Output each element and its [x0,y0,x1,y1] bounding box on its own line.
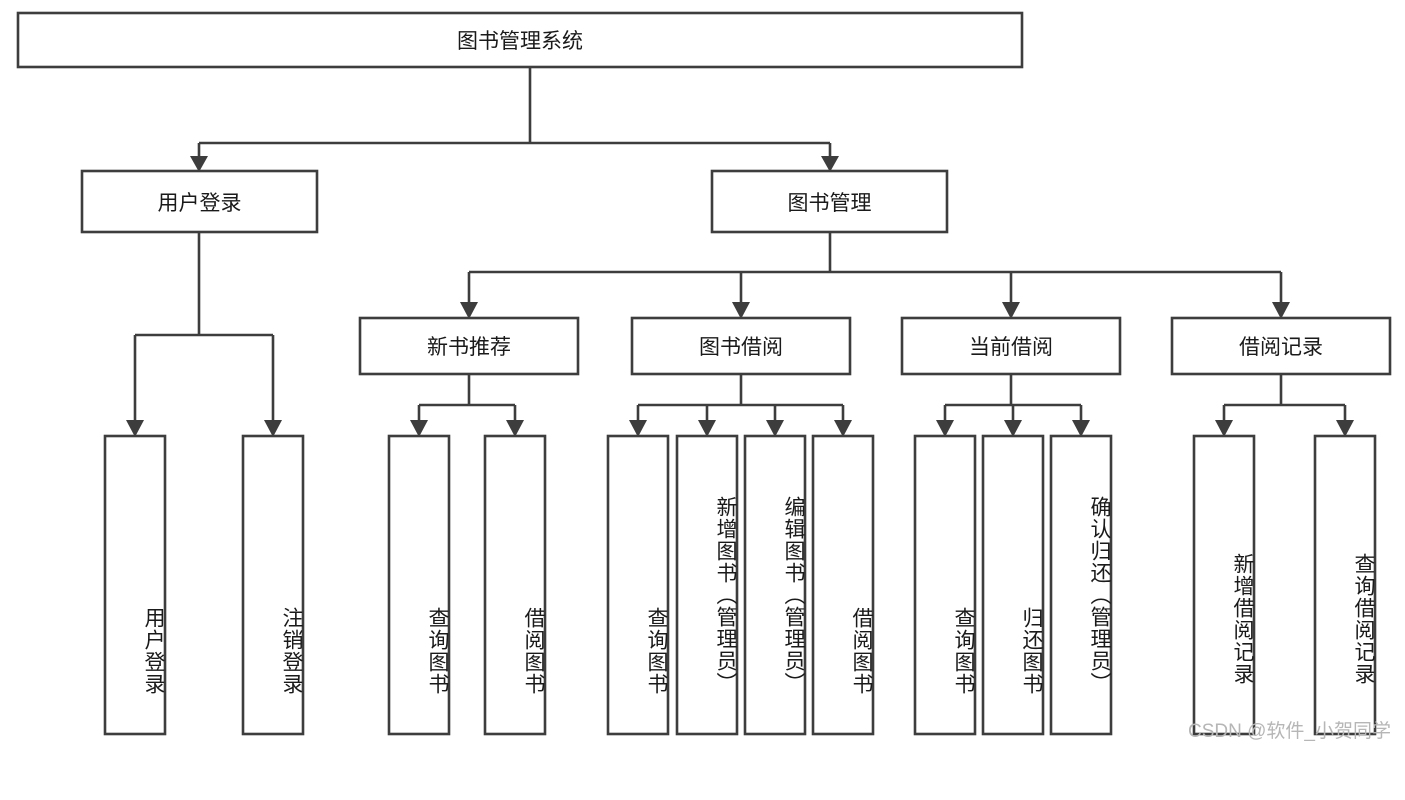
arrow-head-icon [1272,302,1290,319]
arrow-head-icon [766,420,784,437]
arrow-head-icon [460,302,478,319]
leaf-borrow-record-1[interactable] [1313,434,1377,736]
leaf-book-borrow-0[interactable] [606,434,670,736]
arrow-head-icon [410,420,428,437]
node-root[interactable] [16,11,1024,69]
arrow-head-icon [732,302,750,319]
arrow-head-icon [1072,420,1090,437]
diagram-canvas [16,11,1392,736]
connector-book-management-to-level3 [460,232,1290,319]
connector-current-borrow-to-leaves [936,374,1090,437]
node-user-login[interactable] [80,169,319,234]
arrow-head-icon [834,420,852,437]
leaf-book-borrow-3[interactable] [811,434,875,736]
leaf-current-borrow-2[interactable] [1049,434,1113,736]
leaf-new-book-0[interactable] [387,434,451,736]
leaf-current-borrow-1[interactable] [981,434,1045,736]
node-new-book-recommend[interactable] [358,316,580,376]
connector-borrow-record-to-leaves [1215,374,1354,437]
node-book-borrow[interactable] [630,316,852,376]
connector-new-book-to-leaves [410,374,524,437]
leaf-book-borrow-2[interactable] [743,434,807,736]
connector-root-to-level2 [190,67,839,172]
arrow-head-icon [698,420,716,437]
leaf-current-borrow-0[interactable] [913,434,977,736]
leaf-user-login-1[interactable] [241,434,305,736]
leaf-book-borrow-1[interactable] [675,434,739,736]
flowchart-diagram: 图书管理系统 用户登录 图书管理 新书推荐 图书借阅 当前借阅 借阅记录 用户登… [16,11,1392,742]
arrow-head-icon [126,420,144,437]
arrow-head-icon [506,420,524,437]
arrow-head-icon [936,420,954,437]
leaf-user-login-0[interactable] [103,434,167,736]
arrow-head-icon [629,420,647,437]
arrow-head-icon [1336,420,1354,437]
connector-user-login-to-leaves [126,232,282,437]
leaf-new-book-1[interactable] [483,434,547,736]
arrow-head-icon [1002,302,1020,319]
arrow-head-icon [821,156,839,172]
node-borrow-record[interactable] [1170,316,1392,376]
arrow-head-icon [1215,420,1233,437]
arrow-head-icon [190,156,208,172]
node-book-management[interactable] [710,169,949,234]
arrow-head-icon [1004,420,1022,437]
node-current-borrow[interactable] [900,316,1122,376]
connector-book-borrow-to-leaves [629,374,852,437]
leaf-borrow-record-0[interactable] [1192,434,1256,736]
arrow-head-icon [264,420,282,437]
